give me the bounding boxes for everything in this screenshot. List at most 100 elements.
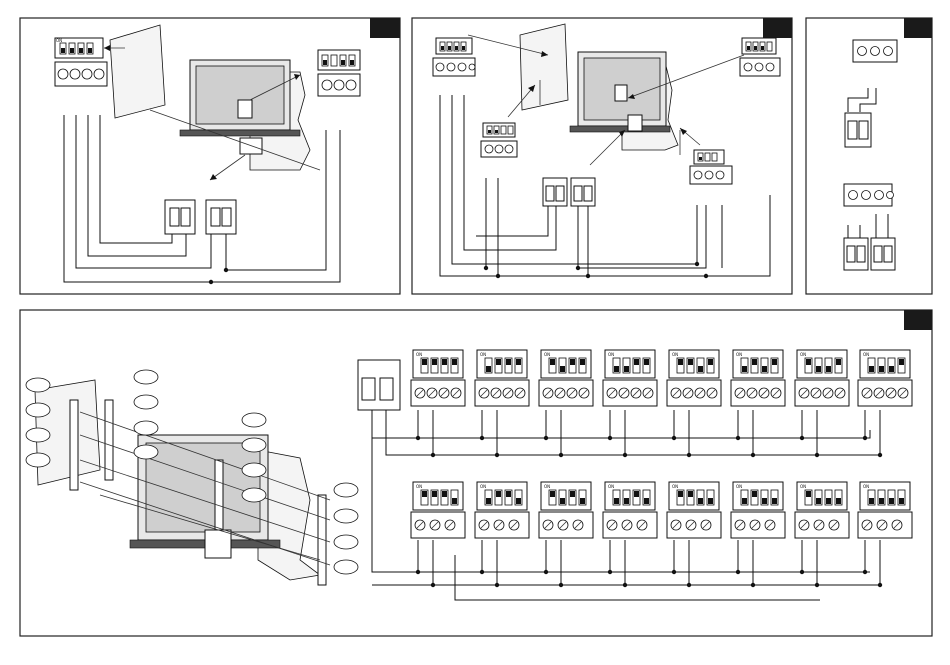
terminal-block: ON: [858, 482, 912, 538]
junction-node: [800, 436, 804, 440]
dip-switch-knob: [486, 498, 491, 504]
dip-switch-knob: [889, 366, 894, 372]
dip-switch-knob: [752, 359, 757, 365]
dip-switch-knob: [506, 491, 511, 497]
junction-node: [608, 570, 612, 574]
dip-switch-knob: [550, 491, 555, 497]
terminal-block-p2-topright: [740, 38, 780, 76]
terminal-block: ON: [795, 350, 849, 406]
dip-switch-knob: [570, 491, 575, 497]
dip-switch-knob: [889, 498, 894, 504]
junction-node: [687, 583, 691, 587]
junction-node: [431, 583, 435, 587]
dip-switch-knob: [688, 359, 693, 365]
junction-node: [495, 453, 499, 457]
junction-node: [480, 570, 484, 574]
terminal-block-p2-midleft: [481, 123, 517, 157]
dip-switch-knob: [698, 366, 703, 372]
dip-switch-knob: [806, 491, 811, 497]
dip-label: ON: [608, 484, 614, 489]
terminal-block-p3-top: [853, 40, 897, 62]
terminal-block-p2-midright: [690, 150, 732, 184]
panel-1-content: ON: [55, 25, 360, 284]
terminal-block-p3-mid: [844, 184, 894, 206]
dip-switch-knob: [742, 366, 747, 372]
panel-4-content: ONONONONONONONON ONONONONONONONON: [26, 350, 912, 600]
dip-switch-knob: [708, 359, 713, 365]
junction-node: [736, 570, 740, 574]
panel-3-content: [844, 40, 897, 270]
dip-label: ON: [544, 484, 550, 489]
dip-switch-knob: [708, 498, 713, 504]
terminal-block-p2-topleft: [433, 38, 475, 76]
dip-switch-knob: [560, 498, 565, 504]
dip-switch-knob: [516, 498, 521, 504]
dip-label: ON: [480, 484, 486, 489]
receiver-pair-p1: [165, 200, 236, 234]
dip-label: ON: [736, 484, 742, 489]
dip-label: ON: [672, 484, 678, 489]
panel-1-tab: [370, 18, 400, 38]
dip-label: ON: [56, 38, 62, 43]
junction-node: [559, 453, 563, 457]
dip-label: ON: [800, 484, 806, 489]
dip-switch-knob: [772, 498, 777, 504]
terminal-block-p1-right: [318, 50, 360, 96]
terminal-block: ON: [603, 350, 657, 406]
dip-switch-knob: [624, 366, 629, 372]
dip-switch-knob: [506, 359, 511, 365]
junction-node: [416, 570, 420, 574]
dip-switch-knob: [432, 491, 437, 497]
dip-label: ON: [608, 352, 614, 357]
dip-label: ON: [800, 352, 806, 357]
dip-switch-knob: [899, 498, 904, 504]
terminal-block: ON: [475, 482, 529, 538]
dip-label: ON: [736, 352, 742, 357]
terminal-block: ON: [795, 482, 849, 538]
dip-label: ON: [416, 352, 422, 357]
dip-switch-knob: [869, 498, 874, 504]
terminal-block: ON: [667, 482, 721, 538]
junction-node: [736, 436, 740, 440]
dip-switch-knob: [486, 366, 491, 372]
terminal-block: ON: [475, 350, 529, 406]
gate-illustration-1: [110, 25, 320, 170]
junction-node: [878, 453, 882, 457]
junction-node: [815, 453, 819, 457]
dip-label: ON: [672, 352, 678, 357]
terminal-block: ON: [731, 350, 785, 406]
dip-switch-knob: [614, 366, 619, 372]
dip-switch-knob: [570, 359, 575, 365]
dip-switch-knob: [644, 498, 649, 504]
dip-switch-knob: [496, 491, 501, 497]
dip-label: ON: [863, 484, 869, 489]
junction-node: [863, 570, 867, 574]
dip-switch-knob: [879, 498, 884, 504]
junction-node: [800, 570, 804, 574]
junction-node: [672, 570, 676, 574]
dip-switch-knob: [698, 498, 703, 504]
junction-node: [559, 583, 563, 587]
dip-label: ON: [863, 352, 869, 357]
dip-switch-knob: [634, 491, 639, 497]
dip-switch-knob: [644, 359, 649, 365]
dip-switch-knob: [762, 498, 767, 504]
dip-label: ON: [416, 484, 422, 489]
gate-illustration-4: [26, 370, 358, 585]
receiver-p3-top: [845, 113, 871, 147]
dip-switch-knob: [762, 366, 767, 372]
junction-node: [878, 583, 882, 587]
dip-switch-knob: [422, 491, 427, 497]
receiver-pair-p3: [844, 238, 895, 270]
terminal-block: ON: [667, 350, 721, 406]
panel-3-tab: [904, 18, 932, 38]
junction-node: [672, 436, 676, 440]
dip-switch-knob: [826, 366, 831, 372]
dip-switch-knob: [580, 359, 585, 365]
dip-switch-knob: [624, 498, 629, 504]
dip-switch-knob: [772, 359, 777, 365]
dip-switch-knob: [496, 359, 501, 365]
dip-switch-knob: [580, 498, 585, 504]
junction-node: [815, 583, 819, 587]
